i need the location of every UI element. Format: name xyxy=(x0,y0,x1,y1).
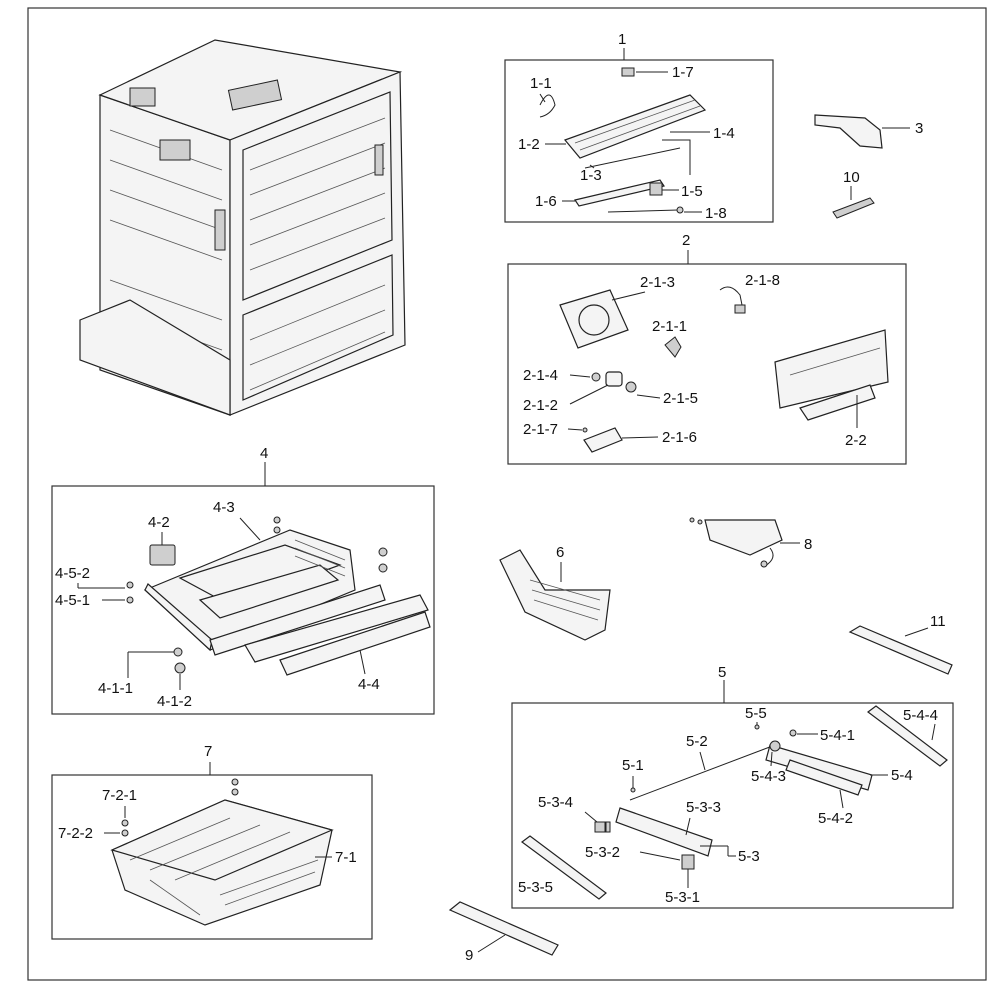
callout-4-4: 4-4 xyxy=(358,676,380,693)
callout-5-4-4: 5-4-4 xyxy=(903,707,938,724)
callout-5: 5 xyxy=(718,664,726,681)
callout-5-4-2: 5-4-2 xyxy=(818,810,853,827)
callout-6: 6 xyxy=(556,544,564,561)
callout-5-4-3: 5-4-3 xyxy=(751,768,786,785)
callout-1-7: 1-7 xyxy=(672,64,694,81)
callout-1-6: 1-6 xyxy=(535,193,557,210)
callout-5-5: 5-5 xyxy=(745,705,767,722)
callout-4-2: 4-2 xyxy=(148,514,170,531)
callout-5-3-5: 5-3-5 xyxy=(518,879,553,896)
callout-2-1-3: 2-1-3 xyxy=(640,274,675,291)
callout-8: 8 xyxy=(804,536,812,553)
callout-4-3: 4-3 xyxy=(213,499,235,516)
callout-9: 9 xyxy=(465,947,473,964)
callout-2-2: 2-2 xyxy=(845,432,867,449)
callout-4-1-2: 4-1-2 xyxy=(157,693,192,710)
group-1-box xyxy=(504,59,774,223)
part-10 xyxy=(832,197,875,219)
group-5-parts xyxy=(520,705,948,900)
callout-1-5: 1-5 xyxy=(681,183,703,200)
callout-5-3: 5-3 xyxy=(738,848,760,865)
callout-5-3-3: 5-3-3 xyxy=(686,799,721,816)
callout-11: 11 xyxy=(930,613,946,630)
callout-1-3: 1-3 xyxy=(580,167,602,184)
callout-4-1-1: 4-1-1 xyxy=(98,680,133,697)
callout-1-8: 1-8 xyxy=(705,205,727,222)
callout-4: 4 xyxy=(260,445,268,462)
callout-5-3-2: 5-3-2 xyxy=(585,844,620,861)
callout-2-1-7: 2-1-7 xyxy=(523,421,558,438)
callout-5-4-1: 5-4-1 xyxy=(820,727,855,744)
cabinet-assembly xyxy=(79,39,406,416)
callout-1-4: 1-4 xyxy=(713,125,735,142)
callout-7-1: 7-1 xyxy=(335,849,357,866)
callout-5-3-1: 5-3-1 xyxy=(665,889,700,906)
callout-4-5-2: 4-5-2 xyxy=(55,565,90,582)
group-5-box xyxy=(511,702,954,909)
callout-2-1-5: 2-1-5 xyxy=(663,390,698,407)
group-1-parts xyxy=(539,67,707,214)
group-7-parts xyxy=(110,778,334,926)
group-2-box xyxy=(507,263,907,465)
callout-2: 2 xyxy=(682,232,690,249)
callout-7: 7 xyxy=(204,743,212,760)
group-4-parts xyxy=(126,516,431,676)
callout-5-3-4: 5-3-4 xyxy=(538,794,573,811)
callout-5-2: 5-2 xyxy=(686,733,708,750)
callout-7-2-1: 7-2-1 xyxy=(102,787,137,804)
outer-frame xyxy=(27,7,987,981)
callout-3: 3 xyxy=(915,120,923,137)
part-3 xyxy=(814,114,883,149)
part-9 xyxy=(448,901,559,956)
callout-2-1-8: 2-1-8 xyxy=(745,272,780,289)
callout-2-1-2: 2-1-2 xyxy=(523,397,558,414)
callout-2-1-6: 2-1-6 xyxy=(662,429,697,446)
callout-2-1-1: 2-1-1 xyxy=(652,318,687,335)
callout-1: 1 xyxy=(618,31,626,48)
group-4-box xyxy=(51,485,435,715)
callout-10: 10 xyxy=(843,169,860,186)
callout-7-2-2: 7-2-2 xyxy=(58,825,93,842)
group-7-box xyxy=(51,774,373,940)
group-2-parts xyxy=(559,286,889,453)
callout-2-1-4: 2-1-4 xyxy=(523,367,558,384)
callout-5-1: 5-1 xyxy=(622,757,644,774)
callout-5-4: 5-4 xyxy=(891,767,913,784)
callout-1-2: 1-2 xyxy=(518,136,540,153)
part-6 xyxy=(499,549,611,641)
part-8 xyxy=(689,517,783,568)
callout-1-1: 1-1 xyxy=(530,75,552,92)
part-11 xyxy=(848,625,953,675)
callout-4-5-1: 4-5-1 xyxy=(55,592,90,609)
